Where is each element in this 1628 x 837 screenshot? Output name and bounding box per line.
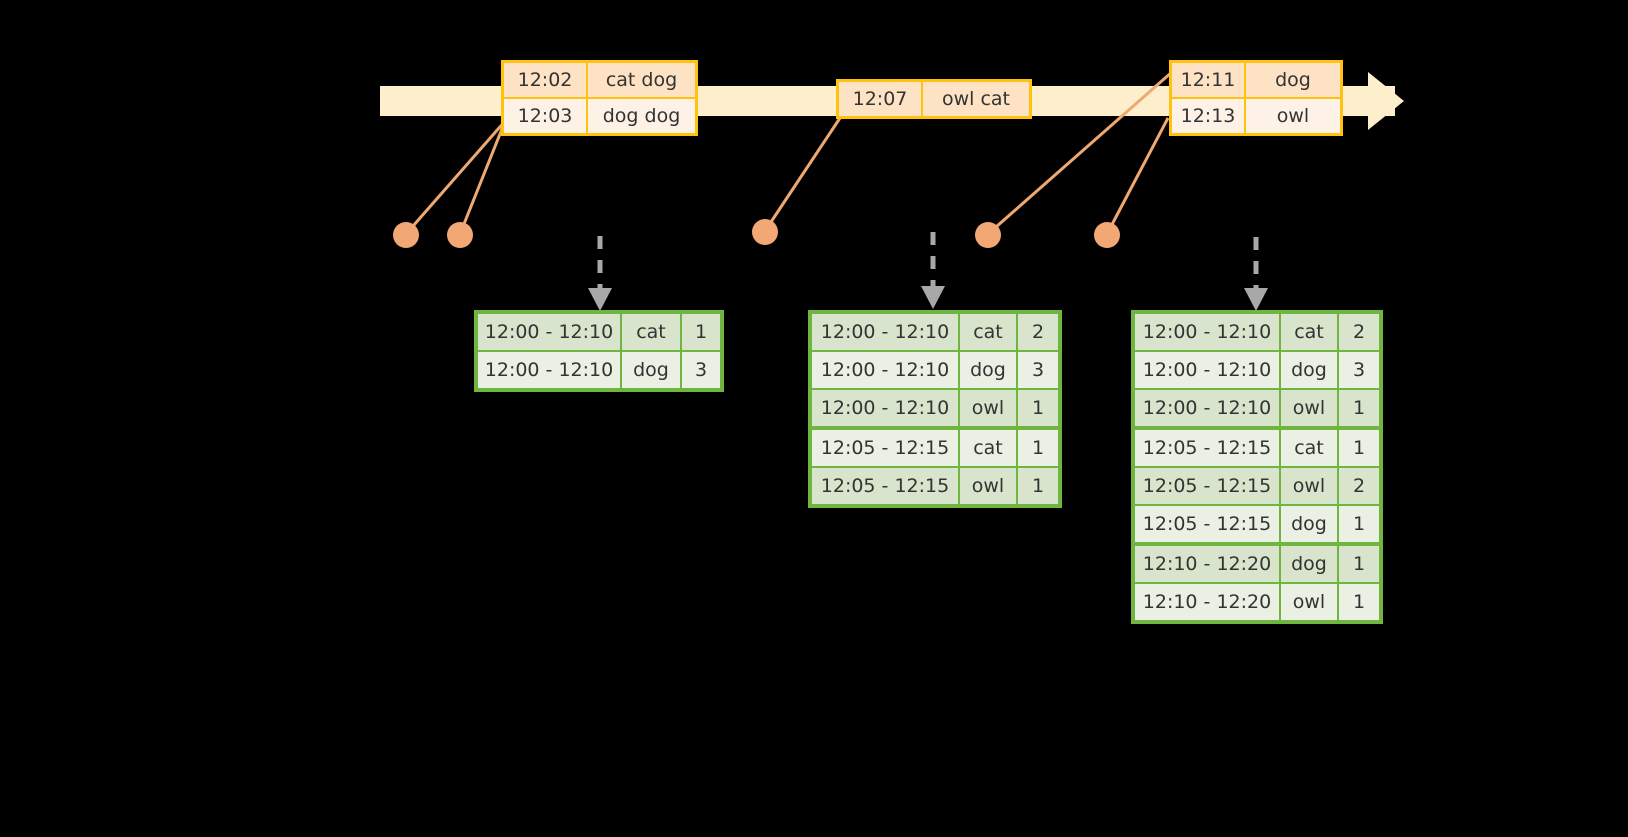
result-count: 1 — [1339, 584, 1379, 620]
result-word: owl — [960, 468, 1016, 504]
event-time: 12:13 — [1172, 99, 1246, 133]
result-window: 12:00 - 12:10 — [1135, 314, 1279, 350]
result-window: 12:05 - 12:15 — [1135, 506, 1279, 542]
result-window: 12:00 - 12:10 — [478, 314, 620, 350]
result-count: 2 — [1339, 314, 1379, 350]
event-words: owl — [1246, 99, 1340, 133]
result-word: cat — [1281, 430, 1337, 466]
result-word: dog — [622, 352, 680, 388]
result-window: 12:05 - 12:15 — [1135, 468, 1279, 504]
result-word: owl — [1281, 468, 1337, 504]
result-word: dog — [1281, 506, 1337, 542]
result-word: cat — [1281, 314, 1337, 350]
event-group-2[interactable]: 12:07 owl cat — [836, 79, 1032, 119]
result-count: 2 — [1018, 314, 1058, 350]
timeline-arrow-head — [1368, 72, 1404, 130]
result-count: 1 — [1018, 390, 1058, 426]
result-count: 3 — [1339, 352, 1379, 388]
event-time: 12:02 — [504, 63, 588, 97]
result-count: 1 — [682, 314, 720, 350]
result-window: 12:00 - 12:10 — [1135, 390, 1279, 426]
result-word: dog — [1281, 546, 1337, 582]
event-row[interactable]: 12:13 owl — [1172, 97, 1340, 133]
result-count: 2 — [1339, 468, 1379, 504]
event-dot-4 — [975, 222, 1001, 248]
event-time: 12:11 — [1172, 63, 1246, 97]
event-words: owl cat — [923, 82, 1029, 116]
result-window: 12:10 - 12:20 — [1135, 546, 1279, 582]
result-word: cat — [960, 430, 1016, 466]
event-row[interactable]: 12:07 owl cat — [839, 82, 1029, 116]
result-window: 12:00 - 12:10 — [1135, 352, 1279, 388]
result-word: owl — [960, 390, 1016, 426]
event-dot-2 — [447, 222, 473, 248]
result-count: 1 — [1339, 546, 1379, 582]
event-group-3[interactable]: 12:11 dog 12:13 owl — [1169, 60, 1343, 136]
result-count: 1 — [1018, 430, 1058, 466]
event-time: 12:07 — [839, 82, 923, 116]
event-words: dog dog — [588, 99, 695, 133]
result-window: 12:00 - 12:10 — [812, 390, 958, 426]
result-count: 1 — [1018, 468, 1058, 504]
timeline-arrow-stem — [1340, 86, 1372, 116]
result-window: 12:00 - 12:10 — [812, 314, 958, 350]
event-dot-1 — [393, 222, 419, 248]
result-window: 12:05 - 12:15 — [812, 430, 958, 466]
result-window: 12:05 - 12:15 — [1135, 430, 1279, 466]
event-words: dog — [1246, 63, 1340, 97]
result-window: 12:00 - 12:10 — [478, 352, 620, 388]
result-window: 12:10 - 12:20 — [1135, 584, 1279, 620]
result-window: 12:00 - 12:10 — [812, 352, 958, 388]
connector-line-3 — [763, 117, 842, 232]
result-count: 1 — [1339, 390, 1379, 426]
result-word: owl — [1281, 390, 1337, 426]
result-word: owl — [1281, 584, 1337, 620]
event-row[interactable]: 12:02 cat dog — [504, 63, 695, 97]
result-window: 12:05 - 12:15 — [812, 468, 958, 504]
event-dot-3 — [752, 219, 778, 245]
emit-arrow-head-3 — [1244, 288, 1268, 311]
emit-arrow-head-2 — [921, 286, 945, 309]
result-word: dog — [960, 352, 1016, 388]
result-count: 3 — [682, 352, 720, 388]
connector-line-1 — [404, 119, 508, 235]
connector-line-5 — [1105, 117, 1170, 235]
event-group-1[interactable]: 12:02 cat dog 12:03 dog dog — [501, 60, 698, 136]
result-word: cat — [622, 314, 680, 350]
emit-arrow-head-1 — [588, 288, 612, 311]
event-row[interactable]: 12:11 dog — [1172, 63, 1340, 97]
connector-line-2 — [458, 123, 506, 235]
event-words: cat dog — [588, 63, 695, 97]
event-dot-5 — [1094, 222, 1120, 248]
result-count: 1 — [1339, 430, 1379, 466]
result-count: 3 — [1018, 352, 1058, 388]
event-row[interactable]: 12:03 dog dog — [504, 97, 695, 133]
result-count: 1 — [1339, 506, 1379, 542]
event-time: 12:03 — [504, 99, 588, 133]
result-word: dog — [1281, 352, 1337, 388]
result-word: cat — [960, 314, 1016, 350]
